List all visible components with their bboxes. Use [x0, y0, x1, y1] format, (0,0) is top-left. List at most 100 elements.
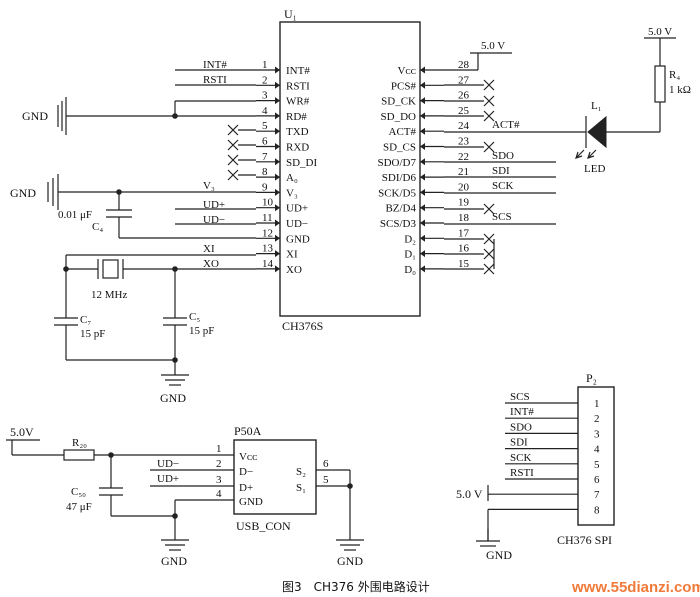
u1-pin-name-18: SCS/D3	[380, 218, 417, 230]
p50a-pin-5-name: S₁	[296, 482, 306, 494]
u1-pin-num-27: 27	[458, 74, 470, 86]
net-5v-u1: 5.0 V	[481, 40, 505, 52]
net-sdi: SDI	[492, 165, 510, 177]
u1-pin-num-17: 17	[458, 227, 470, 239]
r4-ref: R₄	[669, 69, 680, 81]
p50a-designator: P50A	[234, 424, 262, 438]
u1-pin-num-23: 23	[458, 136, 470, 148]
u1-pin-name-2: RSTI	[286, 80, 310, 92]
u1-pin-arrow	[420, 112, 425, 120]
p50a-part: USB_CON	[236, 519, 291, 533]
crystal-freq: 12 MHz	[91, 289, 127, 301]
p2-pin-num-8: 8	[594, 504, 600, 516]
u1-pin-num-25: 25	[458, 105, 470, 117]
u1-pin-arrow	[275, 173, 280, 181]
u1-pin-num-5: 5	[262, 120, 268, 132]
u1-pin-num-4: 4	[262, 105, 268, 117]
u1-pin-arrow	[275, 112, 280, 120]
p2-net-5: SCK	[510, 452, 531, 464]
p2-net-2: INT#	[510, 406, 534, 418]
c5-value: 15 pF	[189, 325, 214, 337]
u1-pin-num-2: 2	[262, 74, 268, 86]
p50a-pin-2-name: D−	[239, 466, 253, 478]
p2-net-3: SDO	[510, 421, 532, 433]
u1-body	[279, 21, 421, 317]
u1-pin-num-21: 21	[458, 166, 469, 178]
gnd-label-1: GND	[22, 109, 48, 123]
u1-pin-arrow	[420, 204, 425, 212]
junction-dot	[347, 483, 353, 489]
u1-pin-arrow	[275, 127, 280, 135]
u1-pin-num-19: 19	[458, 197, 470, 209]
u1-pin-name-13: XI	[286, 249, 298, 261]
p2-pin-num-3: 3	[594, 428, 600, 440]
c7-ref: C₇	[80, 314, 91, 326]
u1-pin-name-20: SCK/D5	[378, 187, 416, 199]
u1-pin-arrow	[420, 265, 425, 273]
u1-pin-arrow	[275, 143, 280, 150]
led-label: LED	[584, 163, 605, 175]
r4-supply: 5.0 V	[648, 26, 672, 38]
c50-ref: C₅₀	[71, 486, 86, 498]
p50a-pin-1-name: Vᴄᴄ	[239, 451, 257, 463]
u1-pin-arrow	[275, 81, 280, 89]
p2-body	[577, 386, 615, 526]
u1-pin-num-16: 16	[458, 243, 470, 255]
c5-ref: C₅	[189, 311, 200, 323]
net-scs: SCS	[492, 211, 512, 223]
figure-caption: 图3 CH376 外围电路设计	[282, 579, 430, 594]
u1-pin-arrow	[420, 127, 425, 135]
u1-pin-name-14: XO	[286, 264, 302, 276]
u1-pin-num-9: 9	[262, 181, 268, 193]
gnd-label-2: GND	[10, 186, 36, 200]
u1-pin-name-12: GND	[286, 233, 310, 245]
right-nets: 5.0 V ACT# L₁ LED 5.0 V	[444, 26, 691, 275]
p50a-pin-2-num: 2	[216, 458, 222, 470]
u1-pin-arrow	[275, 188, 280, 196]
p2-net-4: SDI	[510, 437, 528, 449]
spi-connector: P₂ CH376 SPI 1SCS2INT#3SDO4SDI5SCK6RSTI7…	[456, 371, 615, 562]
u1-pin-num-12: 12	[262, 227, 273, 239]
p50a-pin-6-name: S₂	[296, 466, 306, 478]
u1-part-label: CH376S	[282, 319, 323, 333]
u1-pin-name-21: SDI/D6	[382, 172, 417, 184]
p50a-body	[233, 439, 317, 515]
led-ref: L₁	[591, 100, 602, 112]
junction-dot	[172, 513, 178, 519]
net-udp: UD+	[203, 199, 225, 211]
p50a-pin-3-name: D+	[239, 482, 253, 494]
net-int: INT#	[203, 59, 227, 71]
p2-pin-num-1: 1	[594, 398, 600, 410]
u1-pin-arrow	[420, 143, 425, 150]
net-udm: UD−	[203, 214, 225, 226]
u1-pin-num-1: 1	[262, 59, 268, 71]
u1-pin-arrow	[420, 158, 425, 166]
u1-pin-name-19: BZ/D4	[385, 203, 416, 215]
u1-pin-name-5: TXD	[286, 126, 309, 138]
u1-pin-num-10: 10	[262, 197, 274, 209]
gnd-label-5: GND	[337, 554, 363, 568]
u1-pin-arrow	[275, 97, 280, 105]
p2-net-1: SCS	[510, 391, 530, 403]
u1-pin-name-3: WR#	[286, 96, 310, 108]
u1-pin-name-10: UD+	[286, 203, 308, 215]
u1-pin-arrow	[275, 66, 280, 74]
u1-pin-name-27: PCS#	[391, 80, 417, 92]
u1-pin-num-7: 7	[262, 151, 268, 163]
p50a-pin-3-num: 3	[216, 474, 222, 486]
net-rsti: RSTI	[203, 74, 227, 86]
u1-pin-arrow	[420, 250, 425, 258]
left-nets: INT# RSTI GND GND V₃ 0.0	[10, 59, 256, 405]
p2-pin-num-7: 7	[594, 489, 600, 501]
c50-value: 47 μF	[66, 501, 92, 513]
u1-pin-name-23: SD_CS	[383, 142, 416, 154]
u1-pin-name-22: SDO/D7	[377, 157, 416, 169]
u1-pin-num-3: 3	[262, 90, 268, 102]
u1-pin-arrow	[275, 265, 280, 273]
c4-value: 0.01 μF	[58, 209, 92, 221]
u1-pin-num-11: 11	[262, 212, 273, 224]
u1-pin-arrow	[275, 250, 280, 258]
